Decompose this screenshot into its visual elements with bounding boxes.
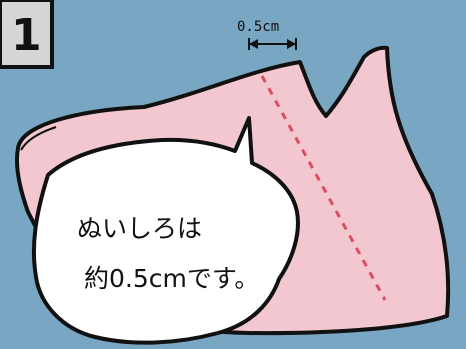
step-number-box <box>0 0 54 69</box>
step-number: 1 <box>11 10 42 61</box>
seam-line <box>260 75 387 301</box>
seam-allowance-guide: 0.5cm <box>237 19 387 301</box>
step-indicator: 1 <box>0 0 54 69</box>
seam-allowance-label: 0.5cm <box>237 19 279 35</box>
speech-text-line1: ぬいしろは <box>77 214 202 243</box>
left-arrow-icon <box>249 39 258 49</box>
speech-bubble: ぬいしろは 約0.5cmです。 <box>31 116 300 345</box>
speech-text-line2: 約0.5cmです。 <box>84 264 259 293</box>
right-arrow-icon <box>287 39 296 49</box>
